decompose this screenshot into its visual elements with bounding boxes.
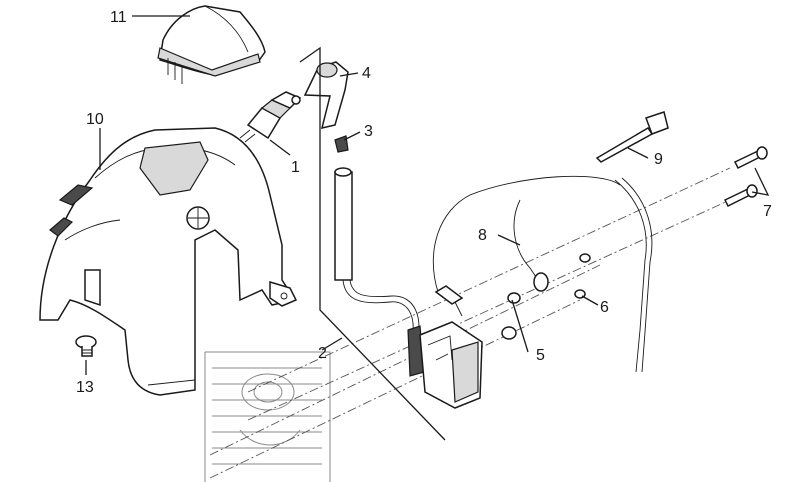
- callout-labels: 11 10 1 4 3 2 8 5 6 7 9 13: [76, 9, 772, 396]
- callout-6: 6: [600, 299, 609, 316]
- spark-plug-boot: [303, 61, 349, 130]
- callout-9: 9: [654, 151, 663, 168]
- callout-3: 3: [364, 123, 373, 140]
- engine-cylinder-outline: [204, 351, 331, 482]
- top-cover-cap: [157, 5, 266, 84]
- bolts: [723, 146, 768, 208]
- callout-5: 5: [536, 347, 545, 364]
- assembly-lines: [209, 167, 731, 479]
- callout-7: 7: [763, 203, 772, 220]
- screw: [75, 335, 97, 357]
- callout-13: 13: [76, 379, 94, 396]
- ignition-module: [407, 321, 483, 409]
- callout-11: 11: [110, 9, 127, 26]
- callout-4: 4: [362, 65, 371, 82]
- callout-2: 2: [318, 345, 327, 362]
- engine-cover-housing: [39, 127, 298, 396]
- washers: [501, 253, 591, 340]
- ignition-lead-bracket: [299, 46, 446, 441]
- ignition-lead: [334, 167, 420, 346]
- callout-leaders: [85, 15, 770, 375]
- cable-tie: [595, 111, 669, 163]
- callout-8: 8: [478, 227, 487, 244]
- callout-1: 1: [291, 159, 300, 176]
- ground-wire: [432, 175, 653, 373]
- spark-plug: [239, 91, 302, 143]
- callout-10: 10: [86, 111, 104, 128]
